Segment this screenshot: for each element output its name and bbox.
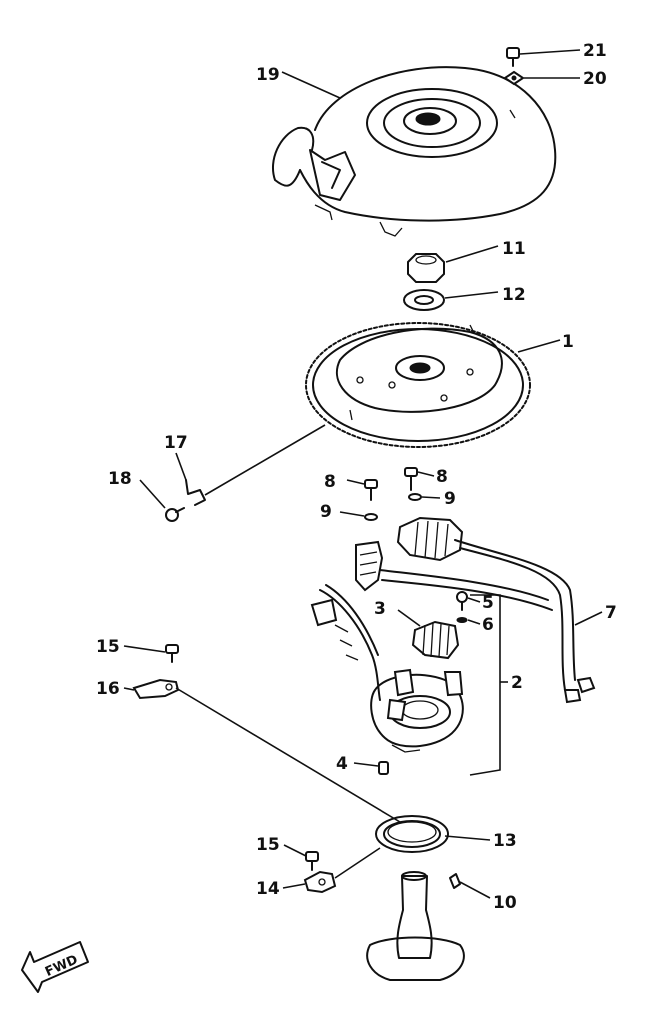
flywheel-cover-part [272, 66, 557, 237]
crankshaft-end [366, 871, 465, 981]
woodruff-key-part-10 [449, 873, 461, 889]
bolt-part-8-right [404, 467, 418, 491]
callout-13: 13 [493, 831, 517, 851]
clip-part-17 [185, 479, 206, 506]
screw-part-15-lower [305, 851, 319, 871]
callout-17: 17 [164, 433, 188, 453]
callout-20: 20 [583, 69, 607, 89]
callout-16: 16 [96, 679, 120, 699]
washer-part-6 [456, 617, 468, 623]
pulser-coil-part-3 [411, 620, 460, 660]
callout-10: 10 [493, 893, 517, 913]
screw-part-5 [456, 591, 468, 611]
clamp-part-14 [303, 870, 337, 894]
clamp-part-16 [132, 678, 180, 700]
washer-part-9-left [364, 513, 378, 521]
screw-part-4 [378, 761, 389, 775]
screw-part-18 [165, 507, 185, 522]
stator-base-plate [310, 584, 464, 753]
callout-11: 11 [502, 239, 526, 259]
fwd-direction-marker: FWD [21, 941, 89, 993]
washer-part-20 [503, 70, 525, 86]
washer-part-12 [403, 289, 445, 311]
wire-harness-part-7 [379, 539, 596, 704]
callout-5: 5 [482, 593, 494, 613]
callout-labels: 21 20 19 11 12 1 17 18 8 8 9 9 7 5 3 6 2… [96, 41, 617, 913]
leader-lines [123, 49, 603, 899]
bolt-part-8-left [364, 479, 378, 501]
washer-part-9-right [408, 493, 422, 501]
nut-part-11 [407, 253, 445, 283]
charge-coil-assembly [355, 516, 464, 592]
callout-21: 21 [583, 41, 607, 61]
screw-part-15-upper [165, 644, 179, 663]
callout-15-upper: 15 [96, 637, 120, 657]
callout-15-lower: 15 [256, 835, 280, 855]
callout-14: 14 [256, 879, 280, 899]
callout-18: 18 [108, 469, 132, 489]
arrow-down-left-icon [21, 941, 89, 993]
callout-6: 6 [482, 615, 494, 635]
callout-4: 4 [336, 754, 348, 774]
callout-7: 7 [605, 603, 617, 623]
oil-seal-part-13 [375, 815, 449, 853]
bolt-part-21 [506, 47, 520, 67]
callout-2: 2 [511, 673, 523, 693]
callout-19: 19 [256, 65, 280, 85]
callout-9-right: 9 [444, 489, 456, 509]
callout-3: 3 [374, 599, 386, 619]
callout-12: 12 [502, 285, 526, 305]
callout-9-left: 9 [320, 502, 332, 522]
flywheel-part-1 [305, 322, 531, 448]
callout-8-right: 8 [436, 467, 448, 487]
callout-1: 1 [562, 332, 574, 352]
callout-8-left: 8 [324, 472, 336, 492]
